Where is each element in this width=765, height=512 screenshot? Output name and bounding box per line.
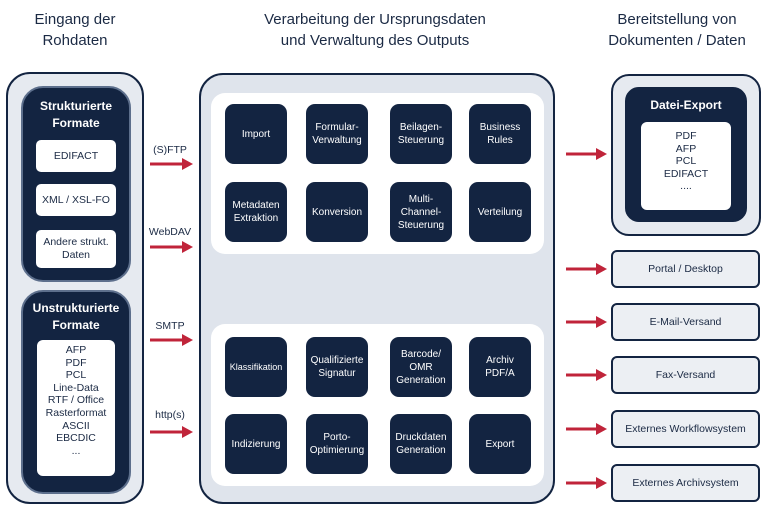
file-export-item: PDF [675, 130, 697, 142]
process-metadaten-extraktion: Metadaten Extraktion [225, 182, 287, 242]
process-beilagen-steuerung: Beilagen- Steuerung [390, 104, 452, 164]
source-edifact: EDIFACT [36, 140, 116, 172]
arrow-file-export-icon [566, 148, 607, 160]
structured-formats-title: Strukturierte Formate [23, 98, 129, 132]
heading-input: Eingang der Rohdaten [0, 9, 150, 51]
heading-processing-line1: Verarbeitung der Ursprungsdaten [264, 11, 486, 28]
process-druckdaten-generation: Druckdaten Generation [390, 414, 452, 474]
arrow-webdav-icon [150, 241, 193, 253]
process-qualifizierte-signatur: Qualifizierte Signatur [306, 337, 368, 397]
process-barcode-omr: Barcode/ OMR Generation [390, 337, 452, 397]
process-indizierung: Indizierung [225, 414, 287, 474]
arrow-https-icon [150, 426, 193, 438]
file-export-item: AFP [675, 142, 697, 155]
source-xml-label: XML / XSL-FO [42, 193, 110, 206]
heading-output-line1: Bereitstellung von [617, 11, 737, 28]
heading-output: Bereitstellung von Dokumenten / Daten [592, 9, 762, 51]
structured-formats-panel: Strukturierte Formate EDIFACT XML / XSL-… [21, 86, 131, 282]
unstructured-format-list: AFP PDF PCL Line-Data RTF / Office Raste… [37, 340, 115, 476]
file-export-item: .... [680, 180, 692, 193]
unstructured-item: Rasterformat [45, 406, 107, 419]
process-klassifikation: Klassifikation [225, 337, 287, 397]
arrow-smtp-icon [150, 334, 193, 346]
unstructured-title-line1: Unstrukturierte [32, 301, 120, 315]
protocol-sftp: (S)FTP [153, 144, 187, 156]
unstructured-formats-title: Unstrukturierte Formate [23, 300, 129, 334]
protocol-smtp: SMTP [155, 320, 185, 332]
process-formular-verwaltung: Formular- Verwaltung [306, 104, 368, 164]
process-verteilung: Verteilung [469, 182, 531, 242]
file-export-panel: Datei-Export PDF AFP PCL EDIFACT .... [625, 87, 747, 222]
protocol-https: http(s) [155, 409, 185, 421]
unstructured-item: Line-Data [53, 381, 99, 394]
output-email-versand: E-Mail-Versand [611, 303, 760, 341]
heading-output-line2: Dokumenten / Daten [608, 32, 746, 49]
output-workflow-system: Externes Workflowsystem [611, 410, 760, 448]
process-multichannel-steuerung: Multi- Channel- Steuerung [390, 182, 452, 242]
unstructured-item: ASCII [62, 419, 90, 432]
heading-processing: Verarbeitung der Ursprungsdaten und Verw… [215, 9, 535, 51]
process-import: Import [225, 104, 287, 164]
arrow-workflow-icon [566, 423, 607, 435]
file-export-list: PDF AFP PCL EDIFACT .... [641, 122, 731, 210]
unstructured-item: ... [71, 444, 81, 457]
unstructured-item: RTF / Office [47, 394, 105, 407]
unstructured-item: PCL [65, 369, 87, 382]
process-export: Export [469, 414, 531, 474]
unstructured-title-line2: Formate [52, 318, 100, 332]
source-other-label: Andere strukt. Daten [43, 236, 109, 261]
arrow-archive-icon [566, 477, 607, 489]
file-export-item: PCL [675, 155, 697, 168]
unstructured-item: AFP [65, 344, 87, 356]
heading-input-line2: Rohdaten [42, 32, 108, 49]
structured-title-line2: Formate [52, 116, 100, 130]
output-archive-system: Externes Archivsystem [611, 464, 760, 502]
structured-title-line1: Strukturierte [39, 99, 113, 113]
source-edifact-label: EDIFACT [53, 149, 99, 162]
output-portal-desktop: Portal / Desktop [611, 250, 760, 288]
unstructured-formats-panel: Unstrukturierte Formate AFP PDF PCL Line… [21, 290, 131, 494]
source-other-structured: Andere strukt. Daten [36, 230, 116, 268]
unstructured-item: EBCDIC [56, 432, 96, 445]
arrow-portal-icon [566, 263, 607, 275]
unstructured-item: PDF [65, 356, 87, 369]
arrow-fax-icon [566, 369, 607, 381]
source-xml-xslfo: XML / XSL-FO [36, 184, 116, 216]
output-fax-versand: Fax-Versand [611, 356, 760, 394]
file-export-title: Datei-Export [650, 98, 722, 112]
arrow-email-icon [566, 316, 607, 328]
heading-processing-line2: und Verwaltung des Outputs [280, 32, 470, 49]
heading-input-line1: Eingang der [34, 11, 116, 28]
process-business-rules: Business Rules [469, 104, 531, 164]
arrow-sftp-icon [150, 158, 193, 170]
file-export-item: EDIFACT [663, 167, 709, 180]
process-konversion: Konversion [306, 182, 368, 242]
process-archiv-pdfa: Archiv PDF/A [469, 337, 531, 397]
process-porto-optimierung: Porto- Optimierung [306, 414, 368, 474]
protocol-webdav: WebDAV [148, 226, 192, 238]
